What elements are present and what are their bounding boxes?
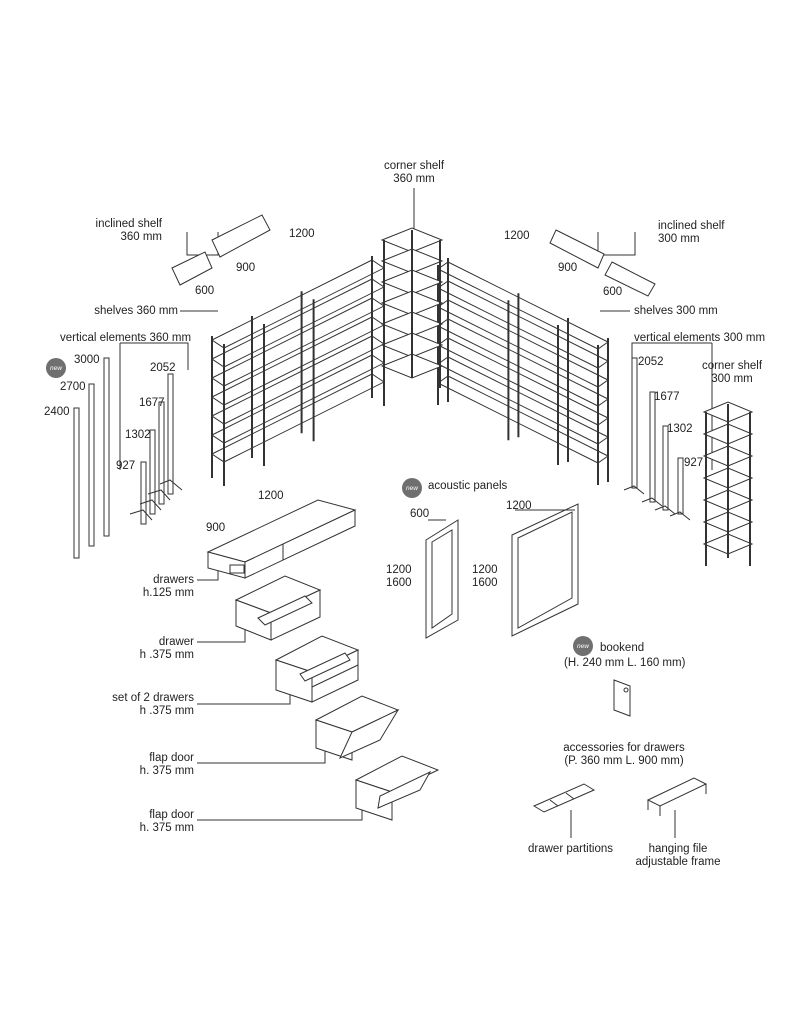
height-927-360: 927 (116, 460, 136, 472)
acoustic-panel-1200-drawing (511, 503, 579, 637)
drawer-375-drawing (234, 575, 322, 641)
dim-left-600: 600 (195, 285, 215, 297)
new-badge-acoustic: new (402, 478, 422, 498)
shelves-300-label: shelves 300 mm (634, 305, 718, 317)
acoustic-panel-600-drawing (425, 519, 459, 639)
height-2700: 2700 (60, 381, 86, 393)
set-of-2-drawers-drawing (274, 635, 360, 703)
new-badge-vertical: new (46, 358, 66, 378)
dim-right-1200: 1200 (504, 230, 530, 242)
hanging-file-frame-drawing (646, 777, 708, 816)
height-927-300: 927 (684, 457, 704, 469)
height-1677-360: 1677 (139, 397, 165, 409)
accessories-label: accessories for drawers(P. 360 mm L. 900… (563, 742, 685, 767)
shelving-unit-300-drawing (437, 258, 609, 485)
bookend-label: bookend (600, 642, 645, 654)
bookend-drawing (613, 679, 631, 717)
flap-door-1-drawing (314, 695, 400, 761)
height-1302-300: 1302 (667, 423, 693, 435)
shelving-unit-360-drawing (211, 256, 385, 486)
dim-right-900: 900 (558, 262, 578, 274)
acoustic-panels-label: acoustic panels (428, 480, 508, 492)
drawers-dim-1200: 1200 (258, 490, 284, 502)
new-badge-bookend: new (573, 636, 593, 656)
panel2-width: 1200 (506, 500, 532, 512)
shelves-360-label: shelves 360 mm (94, 305, 178, 317)
height-2400: 2400 (44, 406, 70, 418)
vertical-elements-360-drawing (73, 357, 183, 559)
dim-right-600: 600 (603, 286, 623, 298)
height-1302-360: 1302 (125, 429, 151, 441)
drawers-dim-900: 900 (206, 522, 226, 534)
vertical-elements-300-drawing (623, 357, 691, 521)
corner-shelf-360-drawing (380, 227, 444, 388)
bookend-dims: (H. 240 mm L. 160 mm) (564, 657, 686, 669)
panel1-width: 600 (410, 508, 430, 520)
drawer-partitions-label: drawer partitions (528, 843, 614, 855)
drawers-125-drawing (206, 499, 357, 579)
corner-shelf-300-drawing (702, 401, 754, 566)
dim-left-900: 900 (236, 262, 256, 274)
inclined-shelf-360-drawing (171, 214, 271, 286)
drawer-partitions-drawing (532, 783, 596, 813)
dim-left-1200: 1200 (289, 228, 315, 240)
flap-door-2-drawing (354, 755, 440, 821)
height-1677-300: 1677 (654, 391, 680, 403)
inclined-shelf-300-drawing (549, 229, 656, 297)
height-2052-300: 2052 (638, 356, 664, 368)
vertical-elements-360-label: vertical elements 360 mm (60, 332, 192, 344)
height-2052-360: 2052 (150, 362, 176, 374)
vertical-elements-300-label: vertical elements 300 mm (634, 332, 766, 344)
height-3000: 3000 (74, 354, 100, 366)
